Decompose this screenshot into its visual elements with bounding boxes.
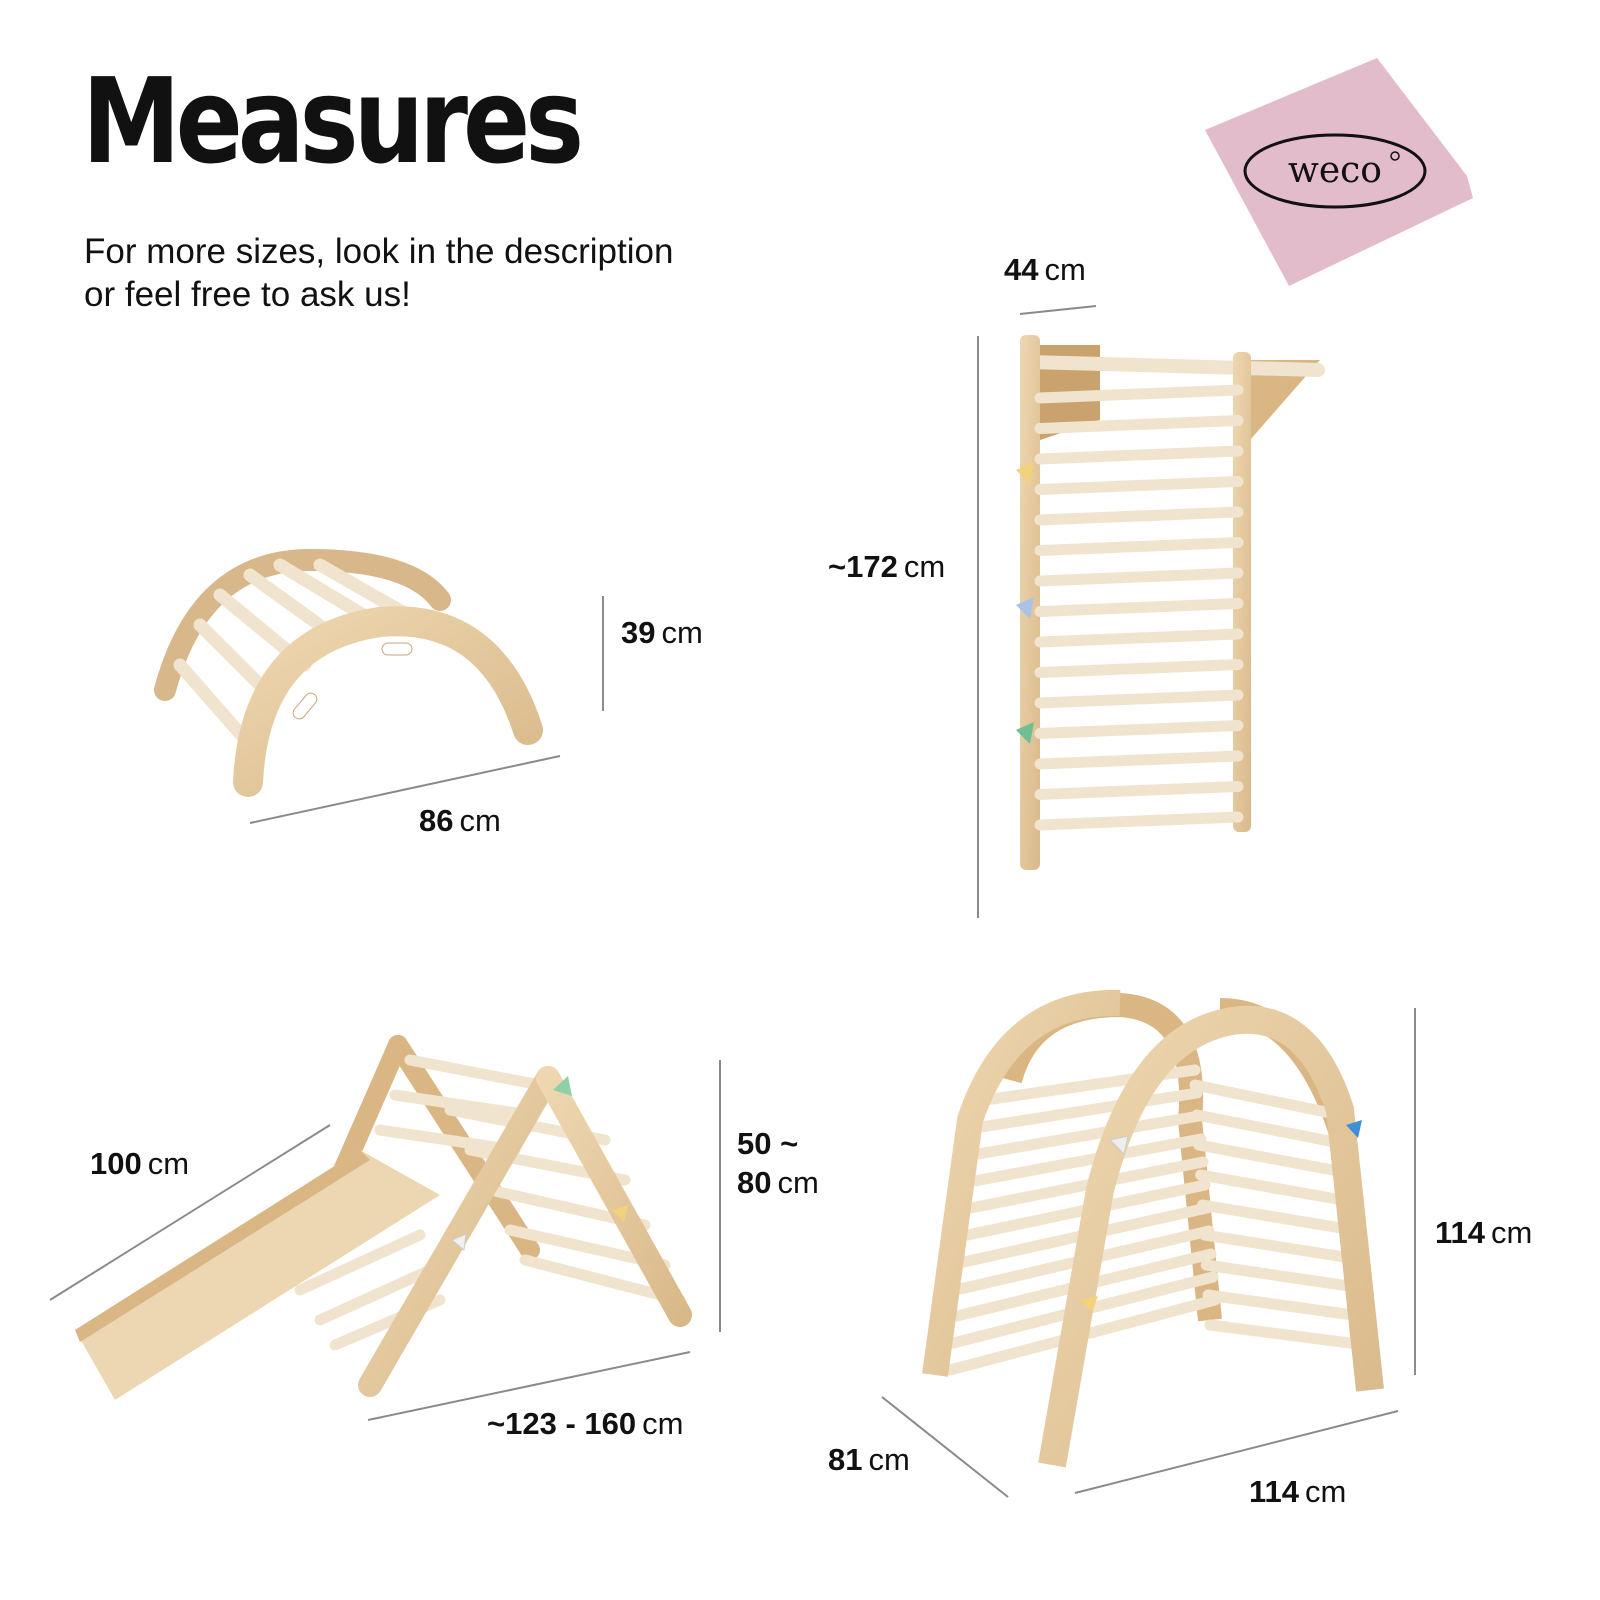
- wall-bar-rung: [1034, 415, 1244, 434]
- arch-rung: [1200, 1259, 1365, 1293]
- wall-bar-rung: [1034, 628, 1244, 648]
- arch-rung: [1204, 1319, 1371, 1351]
- triangle-height-label-line1: 50 ~: [737, 1126, 799, 1161]
- wall-bar-rung: [1034, 567, 1244, 587]
- arch-rung: [1189, 1079, 1346, 1121]
- wall-bar-rung: [1034, 598, 1244, 617]
- logo-text: weco: [1288, 150, 1382, 191]
- wall-bars-product: [1016, 335, 1325, 870]
- arch-rung: [976, 1087, 1203, 1133]
- arch-rung: [1193, 1139, 1352, 1178]
- small-arch-product: [154, 548, 543, 797]
- page-subtitle: For more sizes, look in the description …: [84, 230, 804, 316]
- wall-bar-rung: [1034, 384, 1244, 404]
- wall-bar-rung: [1034, 720, 1244, 739]
- triangle-slide-product: [75, 1035, 692, 1400]
- subtitle-line-2: or feel free to ask us!: [84, 275, 411, 314]
- subtitle-line-1: For more sizes, look in the description: [84, 232, 674, 271]
- wall-bar-rung: [1034, 476, 1244, 495]
- arch-rung: [969, 1133, 1207, 1187]
- arch-rung: [972, 1110, 1205, 1160]
- wall-bar-rung: [1034, 689, 1244, 709]
- wall-bar-rung: [1034, 811, 1244, 831]
- wall-bar-rung: [1034, 506, 1244, 526]
- large-arch-product: [922, 989, 1384, 1468]
- wall-bar-rung: [1034, 781, 1244, 800]
- arch-rung: [1191, 1109, 1349, 1150]
- wall-bar-rung: [1034, 537, 1244, 556]
- arch-rung: [1195, 1169, 1355, 1207]
- arch-rung: [1197, 1199, 1358, 1236]
- wall-bar-rung: [1034, 445, 1244, 465]
- arch-rung: [1198, 1229, 1362, 1265]
- page-title: Measures: [82, 52, 584, 190]
- arch-rung: [1202, 1289, 1368, 1322]
- weco-logo: weco: [1205, 58, 1475, 288]
- wall-bar-rung: [1034, 659, 1244, 678]
- wall-bar-rung: [1034, 750, 1244, 770]
